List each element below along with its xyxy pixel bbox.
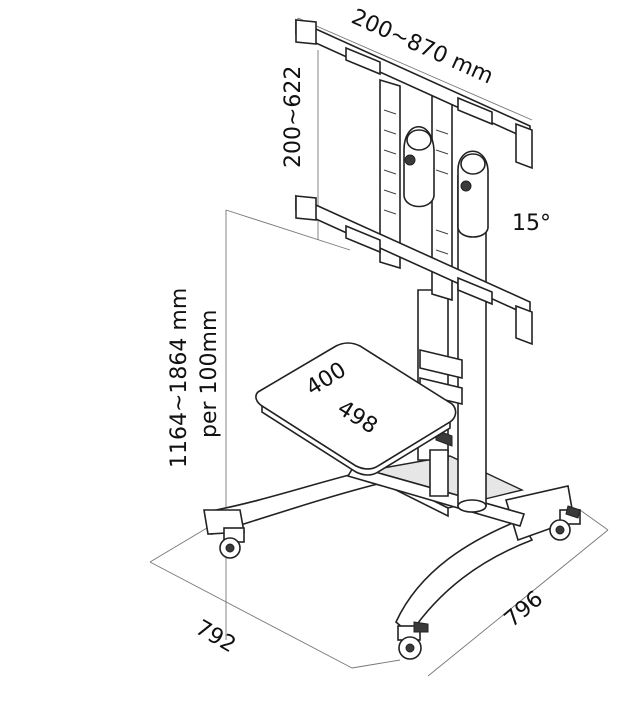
mounting-arms [295, 18, 533, 346]
height-range-label: 1164~1864 mm [167, 288, 192, 468]
caster-left [219, 527, 245, 559]
tilt-brackets [403, 125, 489, 238]
vertical-rails [379, 78, 453, 302]
screen-height-label: 200~622 [281, 66, 306, 168]
base-depth-label: 792 [191, 616, 240, 659]
base-assembly [203, 455, 581, 660]
dimension-guides [149, 17, 609, 677]
height-step-label: per 100mm [197, 310, 222, 438]
caster-front [397, 621, 429, 660]
caster-right-back [549, 505, 581, 541]
dimension-labels: 200~870 mm 200~622 15° 1164~1864 mm per … [167, 5, 551, 659]
tilt-angle-label: 15° [512, 211, 551, 236]
shelf [255, 342, 457, 476]
base-width-label: 796 [500, 586, 548, 632]
